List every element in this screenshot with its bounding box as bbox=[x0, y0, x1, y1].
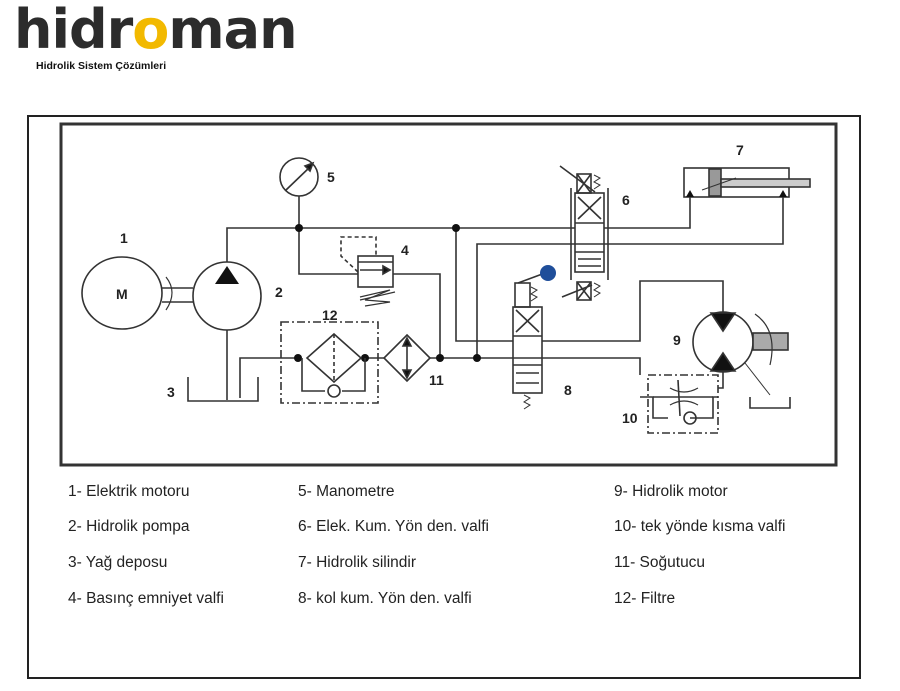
label-10: 10 bbox=[622, 410, 638, 426]
label-4: 4 bbox=[401, 242, 409, 258]
label-12: 12 bbox=[322, 307, 338, 323]
cooler bbox=[382, 333, 432, 383]
label-3: 3 bbox=[167, 384, 175, 400]
legend-item: 9- Hidrolik motor bbox=[614, 483, 728, 500]
hydraulic-pump bbox=[192, 261, 262, 331]
pressure-gauge bbox=[279, 157, 319, 197]
label-9: 9 bbox=[673, 332, 681, 348]
logo-text-post: man bbox=[168, 0, 297, 61]
hydraulic-cylinder bbox=[683, 167, 811, 198]
legend-item: 2- Hidrolik pompa bbox=[68, 518, 190, 535]
electric-motor bbox=[81, 256, 193, 330]
relief-valve bbox=[340, 236, 396, 307]
component-numbers: 1 2 3 4 5 6 7 8 9 10 11 12 bbox=[120, 142, 744, 426]
logo-tagline: Hidrolik Sistem Çözümleri bbox=[36, 60, 167, 72]
outer-frame bbox=[27, 115, 861, 679]
junction-dots bbox=[294, 224, 481, 362]
label-1: 1 bbox=[120, 230, 128, 246]
legend-item: 4- Basınç emniyet valfi bbox=[68, 590, 224, 607]
motor-letter: M bbox=[116, 286, 128, 302]
label-6: 6 bbox=[622, 192, 630, 208]
logo-wordmark: hidroman bbox=[14, 0, 298, 61]
label-7: 7 bbox=[736, 142, 744, 158]
label-5: 5 bbox=[327, 169, 335, 185]
legend-item: 11- Soğutucu bbox=[614, 554, 706, 571]
filter bbox=[280, 321, 379, 404]
legend-item: 7- Hidrolik silindir bbox=[298, 554, 416, 571]
lever-knob bbox=[540, 265, 556, 281]
legend-item: 12- Filtre bbox=[614, 590, 676, 607]
hidroman-logo: hidroman Hidrolik Sistem Çözümleri bbox=[12, 0, 298, 74]
legend-item: 3- Yağ deposu bbox=[68, 554, 168, 571]
hydraulic-lines bbox=[187, 196, 791, 409]
throttle-check-valve bbox=[640, 374, 719, 434]
diagram-frame bbox=[59, 122, 838, 467]
legend-item: 8- kol kum. Yön den. valfi bbox=[298, 590, 472, 607]
hydraulic-motor bbox=[692, 311, 789, 373]
label-11: 11 bbox=[429, 372, 444, 388]
logo-text-pre: hidr bbox=[14, 0, 133, 61]
legend-item: 6- Elek. Kum. Yön den. valfi bbox=[298, 518, 489, 535]
logo-text-o: o bbox=[132, 0, 169, 61]
legend-item: 1- Elektrik motoru bbox=[68, 483, 190, 500]
legend-item: 10- tek yönde kısma valfi bbox=[614, 518, 786, 535]
legend-item: 5- Manometre bbox=[298, 483, 395, 500]
solenoid-directional-valve bbox=[559, 165, 609, 301]
lever-directional-valve bbox=[512, 265, 556, 410]
label-2: 2 bbox=[275, 284, 283, 300]
label-8: 8 bbox=[564, 382, 572, 398]
